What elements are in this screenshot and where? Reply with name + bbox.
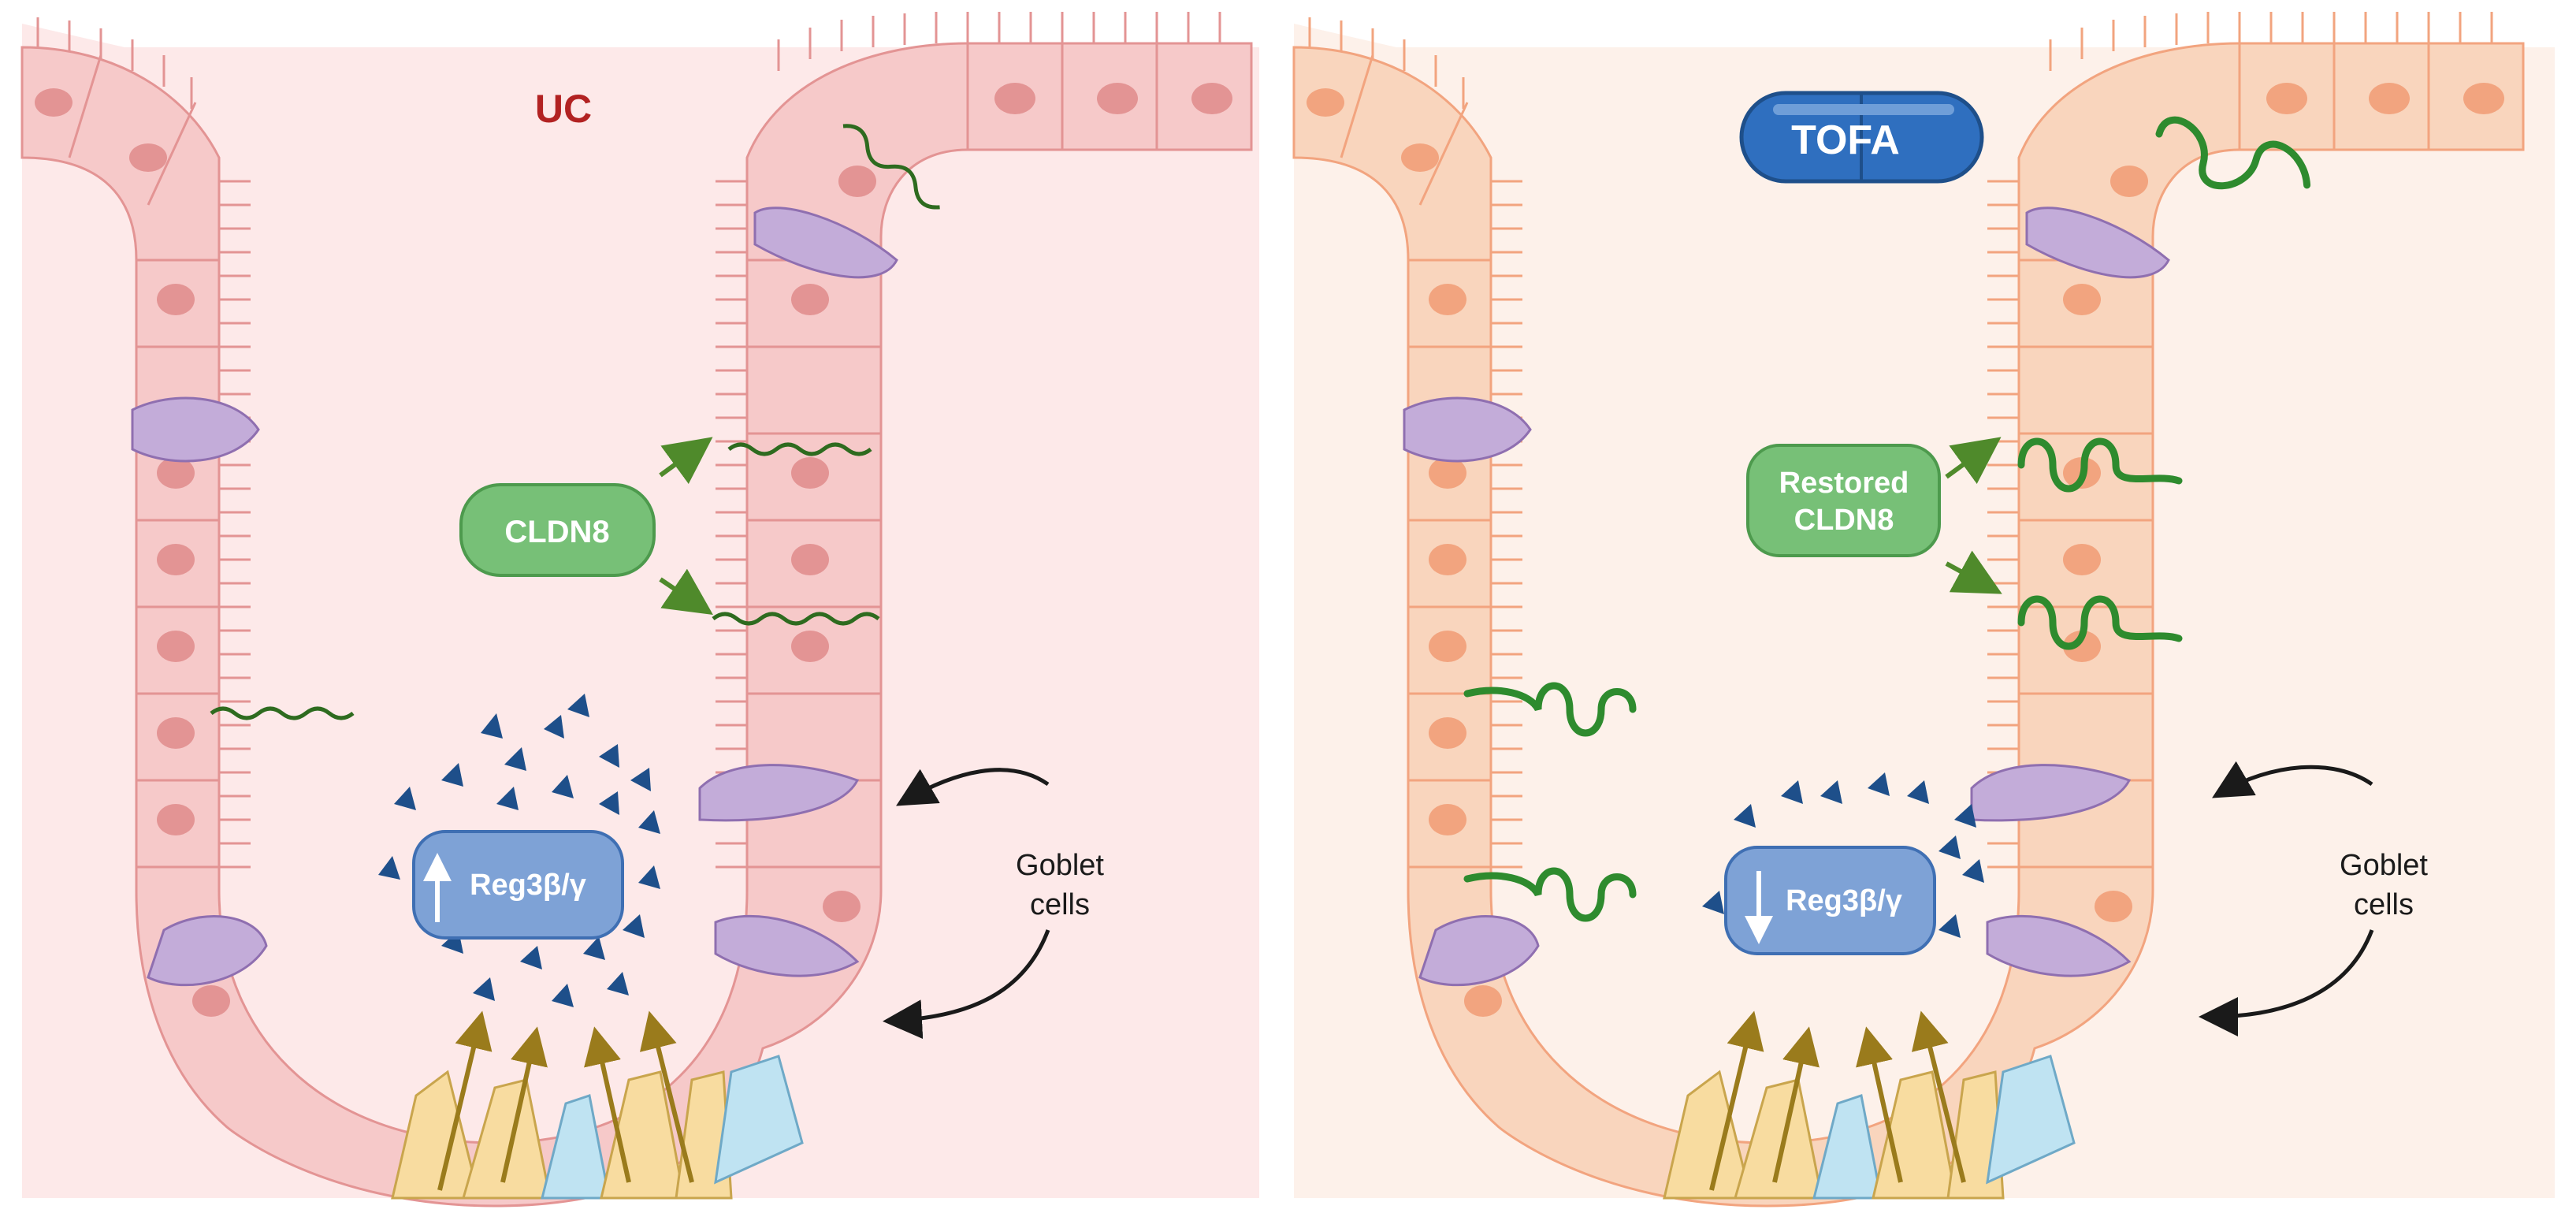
cldn8-arrow-down <box>659 568 713 616</box>
reg3-peptides-tofa <box>1702 772 1984 938</box>
cldn8-marker <box>459 483 656 577</box>
junctions-tofa <box>1463 116 2311 922</box>
restored-cldn8-label-line1: Restored <box>1779 467 1909 500</box>
panel-title-uc: UC <box>535 87 592 131</box>
goblet-label-uc-line2: cells <box>1030 888 1090 921</box>
reg3-box-uc <box>412 830 624 940</box>
goblet-arrow-top-uc <box>896 768 1050 806</box>
reg3-peptides-uc <box>378 694 660 1007</box>
panel-uc: UC CLDN8 Reg3β/γ Goblet <box>22 12 1259 1206</box>
reg3-label-tofa: Reg3β/γ <box>1786 884 1902 917</box>
goblet-label-tofa-line2: cells <box>2354 888 2414 921</box>
goblet-arrow-bottom-uc <box>883 929 1050 1040</box>
panel-title-tofa: TOFA <box>1791 117 1900 163</box>
restored-cldn8-label-line2: CLDN8 <box>1794 504 1894 537</box>
cldn8-arrow-up <box>659 437 713 485</box>
cldn8-label: CLDN8 <box>504 515 609 549</box>
goblet-arrow-top-tofa <box>2212 761 2373 798</box>
reg3-box-tofa <box>1724 846 1936 955</box>
goblet-label-tofa-line1: Goblet <box>2340 849 2428 882</box>
reg3-label-uc: Reg3β/γ <box>470 869 586 902</box>
goblet-arrow-bottom-tofa <box>2199 929 2374 1036</box>
restored-cldn8-arrow-down <box>1945 550 2002 594</box>
junctions-uc <box>210 124 940 720</box>
goblet-label-uc-line1: Goblet <box>1016 849 1104 882</box>
restored-cldn8-arrow-up <box>1945 437 2002 484</box>
restored-cldn8-marker <box>1746 444 1941 557</box>
panel-tofa: TOFA Restored CLDN8 Reg3β/γ Goblet <box>1294 12 2555 1206</box>
